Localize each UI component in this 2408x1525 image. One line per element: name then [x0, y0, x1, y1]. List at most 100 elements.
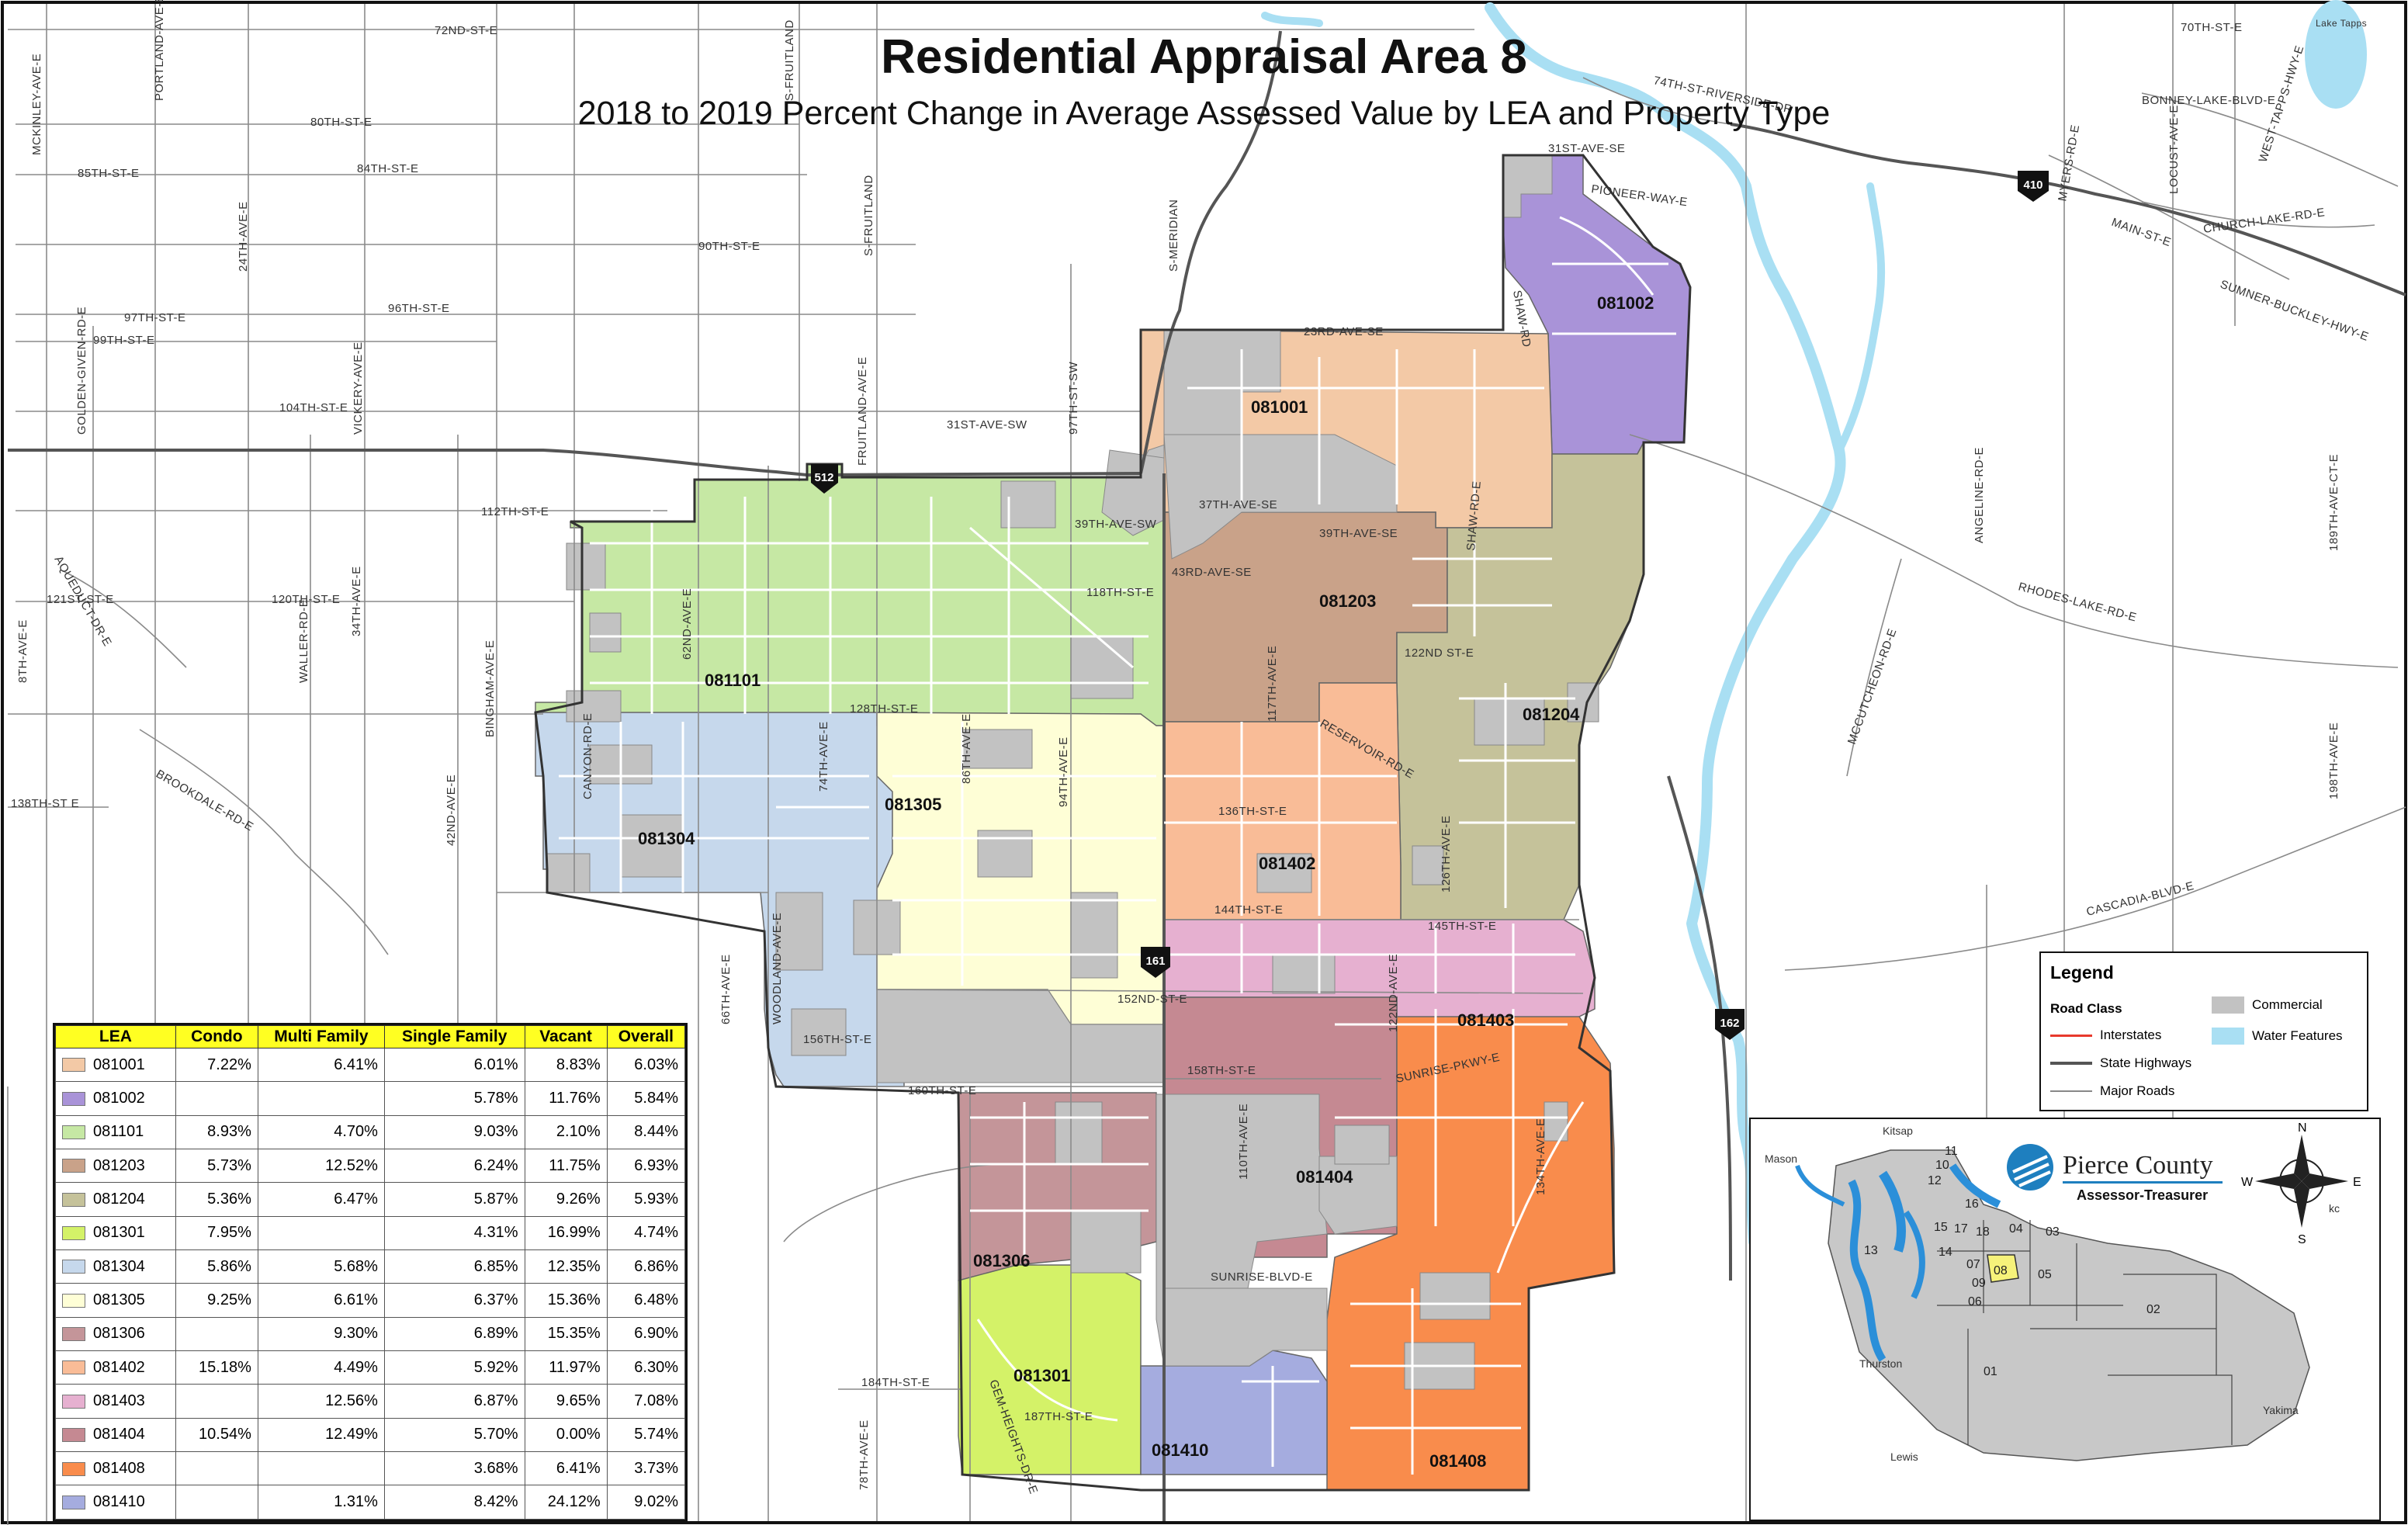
lea-label-081404: 081404 [1296, 1167, 1353, 1187]
pierce-county-rule [2063, 1181, 2223, 1184]
cell-multi [257, 1081, 385, 1116]
label-138th-st-e: 138TH-ST E [11, 797, 79, 810]
lea-color-swatch [62, 1293, 85, 1308]
lea-code: 081304 [93, 1257, 145, 1275]
legend-commercial: Commercial [2212, 996, 2323, 1014]
label-136th-st-e: 136TH-ST-E [1218, 805, 1287, 818]
label-8th-ave-e: 8TH-AVE-E [16, 619, 29, 683]
local-street [892, 722, 1156, 986]
inset-water-3 [1949, 1163, 2001, 1208]
lea-cell: 081203 [55, 1149, 176, 1184]
local-street [1412, 543, 1552, 636]
inset-puget-sound [1848, 1179, 1887, 1362]
cell-multi: 12.49% [257, 1417, 385, 1453]
lea-cell: 081301 [55, 1215, 176, 1251]
compass-s: S [2298, 1233, 2306, 1246]
cell-multi: 6.47% [257, 1182, 385, 1217]
label-74th-ave-e: 74TH-AVE-E [817, 721, 830, 792]
cell-vacant: 24.12% [524, 1485, 608, 1520]
sr512-highway [8, 449, 1142, 477]
label-189th-ave-ct-e: 189TH-AVE-CT-E [2327, 454, 2340, 551]
hwy-shield-512: 512 [811, 464, 838, 494]
inset-area-10: 10 [1935, 1159, 1949, 1172]
commercial-area [1101, 449, 1165, 536]
label-mckinley-ave-e: MCKINLEY-AVE-E [30, 54, 43, 155]
lea-label-081402: 081402 [1259, 854, 1315, 873]
inset-svg: 01 02 03 04 05 06 07 08 09 10 11 12 13 1… [1765, 1121, 2361, 1463]
lea-label-081304: 081304 [638, 829, 695, 848]
label-104th-st-e: 104TH-ST-E [279, 401, 348, 414]
lea-code: 081101 [93, 1123, 144, 1141]
inset-area-04: 04 [2009, 1222, 2023, 1236]
inset-area-13: 13 [1864, 1244, 1878, 1257]
lea-code: 081305 [93, 1291, 145, 1309]
lea-label-081204: 081204 [1523, 705, 1580, 724]
cell-vacant: 9.65% [524, 1384, 608, 1419]
label-128th-st-e: 128TH-ST-E [850, 702, 918, 716]
cell-vacant: 11.76% [524, 1081, 608, 1116]
cell-overall: 6.03% [606, 1047, 686, 1083]
pierce-county-logo-icon [2007, 1144, 2053, 1191]
lea-color-swatch [62, 1125, 85, 1140]
commercial-area [977, 830, 1033, 878]
local-street [1496, 1101, 1599, 1336]
legend-water-features-label: Water Features [2252, 1028, 2343, 1043]
label-110th-ave-e: 110TH-AVE-E [1237, 1104, 1250, 1180]
local-street [559, 722, 869, 892]
label-vickery-ave-e: VICKERY-AVE-E [352, 341, 365, 435]
label-97th-st-e: 97TH-ST-E [124, 311, 186, 324]
inset-area-06: 06 [1968, 1295, 1982, 1308]
lea-label-081403: 081403 [1457, 1010, 1514, 1030]
lea-label-081001: 081001 [1251, 397, 1308, 417]
label-42nd-ave-e: 42ND-AVE-E [445, 775, 458, 846]
cell-single: 5.78% [383, 1081, 525, 1116]
hwy-shield-162: 162 [1715, 1009, 1745, 1040]
cell-overall: 9.02% [606, 1485, 686, 1520]
cell-multi: 12.52% [257, 1149, 385, 1184]
cell-condo [175, 1485, 258, 1520]
lea-code: 081408 [93, 1459, 145, 1477]
label-62nd-ave-e: 62ND-AVE-E [681, 588, 694, 660]
road-cascadia [1784, 806, 2406, 971]
hwy-shield-410: 410 [2018, 171, 2049, 202]
label-23rd-ave-se: 23RD-AVE-SE [1304, 325, 1384, 338]
lea-cell: 081408 [55, 1451, 176, 1486]
label-70th-st-e: 70TH-ST-E [2181, 21, 2243, 34]
local-street [1242, 1366, 1319, 1467]
lea-code: 081001 [93, 1055, 145, 1073]
cell-overall: 6.93% [606, 1149, 686, 1184]
commercial-area [775, 892, 823, 971]
lea-labels: 081002 081001 081203 081204 081101 08130… [638, 293, 1654, 1471]
state-hwy-line-swatch [2050, 1062, 2092, 1065]
commercial-area [1055, 1101, 1103, 1165]
label-72nd-st-e: 72ND-ST-E [435, 24, 497, 37]
commercial-area [589, 612, 622, 653]
lea-color-swatch [62, 1260, 85, 1274]
inset-place-kc: kc [2329, 1202, 2340, 1215]
cell-condo [175, 1384, 258, 1419]
commercial-area [1070, 636, 1134, 699]
label-99th-st-e: 99TH-ST-E [93, 334, 155, 347]
inset-area-18: 18 [1976, 1225, 1990, 1239]
legend-water: Water Features [2212, 1028, 2343, 1045]
local-street [969, 526, 1134, 669]
hwy-410-label: 410 [2023, 178, 2042, 192]
cell-vacant: 15.35% [524, 1316, 608, 1352]
commercial-area [1272, 954, 1336, 994]
label-90th-st-e: 90TH-ST-E [698, 240, 761, 253]
inset-place-kitsap: Kitsap [1883, 1125, 1913, 1137]
cell-overall: 6.30% [606, 1350, 686, 1385]
compass-w: W [2241, 1176, 2254, 1189]
major-road-line-swatch [2050, 1090, 2092, 1092]
cell-single: 5.70% [383, 1417, 525, 1453]
cell-overall: 3.73% [606, 1451, 686, 1486]
interstate-line-swatch [2050, 1034, 2092, 1037]
road-church-lake [2141, 201, 2375, 228]
road-rhodes-lake [1629, 434, 2399, 668]
